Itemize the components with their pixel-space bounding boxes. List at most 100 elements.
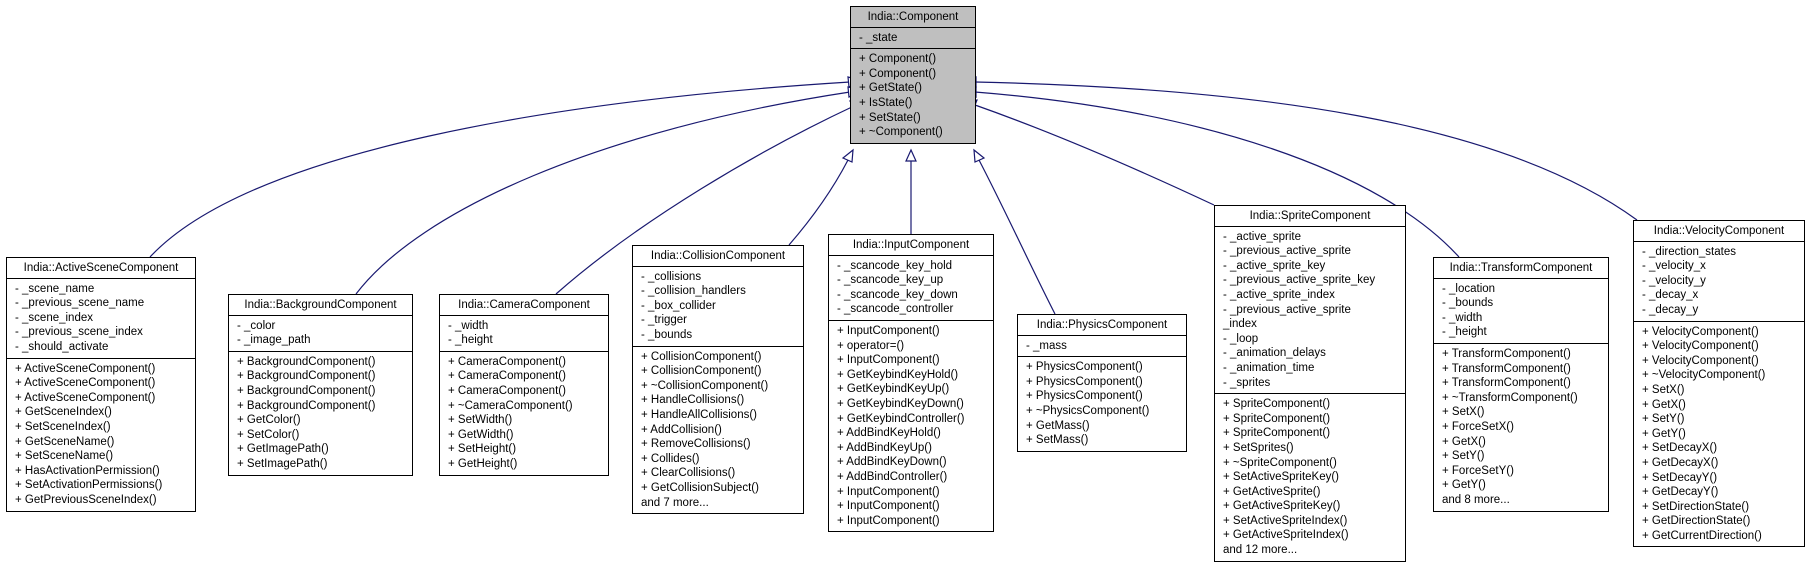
method-row: + SetSprites() xyxy=(1223,441,1294,454)
method-row: + SetWidth() xyxy=(448,414,513,427)
attribute-row: - _image_path xyxy=(237,334,311,347)
method-row: + GetActiveSpriteKey() xyxy=(1223,500,1341,513)
method-row: + GetSceneIndex() xyxy=(15,406,112,419)
method-row: + InputComponent() xyxy=(837,324,940,337)
method-row: + SetY() xyxy=(1642,413,1685,426)
method-row: + ~PhysicsComponent() xyxy=(1026,404,1150,417)
class-box-transformcomponent[interactable]: India::TransformComponent - _location - … xyxy=(1433,257,1609,512)
method-row: + ~SpriteComponent() xyxy=(1223,456,1337,469)
method-row: + ~CollisionComponent() xyxy=(641,379,769,392)
method-row: + TransformComponent() xyxy=(1442,377,1571,390)
method-row: + AddBindKeyHold() xyxy=(837,427,941,440)
method-row: + GetColor() xyxy=(237,414,301,427)
method-row: + GetDecayY() xyxy=(1642,486,1719,499)
method-row: + GetActiveSpriteIndex() xyxy=(1223,529,1349,542)
attribute-row: - _width xyxy=(448,319,489,332)
class-box-spritecomponent[interactable]: India::SpriteComponent - _active_sprite … xyxy=(1214,205,1406,562)
attribute-row: - _mass xyxy=(1026,339,1067,352)
method-row: + SetX() xyxy=(1442,406,1485,419)
edge-activescene xyxy=(149,81,851,258)
method-row: + AddBindKeyUp() xyxy=(837,441,932,454)
class-title: India::ActiveSceneComponent xyxy=(7,258,195,279)
class-box-inputcomponent[interactable]: India::InputComponent - _scancode_key_ho… xyxy=(828,234,994,533)
method-row: + SetSceneIndex() xyxy=(15,420,111,433)
class-title: India::CollisionComponent xyxy=(633,246,803,267)
methods-section: + VelocityComponent() + VelocityComponen… xyxy=(1634,320,1804,547)
method-row: + BackgroundComponent() xyxy=(237,355,376,368)
attributes-section: - _location - _bounds - _width - _height xyxy=(1434,279,1608,343)
method-row: + GetY() xyxy=(1442,479,1486,492)
edge-collision xyxy=(788,159,849,246)
method-row: + ~Component() xyxy=(859,126,943,139)
attribute-row: - _width xyxy=(1442,311,1483,324)
class-box-activescenecomponent[interactable]: India::ActiveSceneComponent - _scene_nam… xyxy=(6,257,196,512)
class-title: India::InputComponent xyxy=(829,235,993,256)
method-row: + BackgroundComponent() xyxy=(237,370,376,383)
more-methods-note: and 12 more... xyxy=(1223,544,1298,557)
method-row: + CollisionComponent() xyxy=(641,350,762,363)
more-methods-note: and 7 more... xyxy=(641,496,709,509)
method-row: + BackgroundComponent() xyxy=(237,384,376,397)
edge-physics xyxy=(978,159,1056,315)
attribute-row: - _color xyxy=(237,319,276,332)
method-row: + GetY() xyxy=(1642,427,1686,440)
attributes-section: - _direction_states - _velocity_x - _vel… xyxy=(1634,242,1804,321)
method-row: + VelocityComponent() xyxy=(1642,340,1759,353)
method-row: + VelocityComponent() xyxy=(1642,354,1759,367)
method-row: + ActiveSceneComponent() xyxy=(15,362,156,375)
method-row: + ActiveSceneComponent() xyxy=(15,391,156,404)
method-row: + GetSceneName() xyxy=(15,435,115,448)
class-box-physicscomponent[interactable]: India::PhysicsComponent - _mass + Physic… xyxy=(1017,314,1187,452)
method-row: + SetState() xyxy=(859,111,921,124)
attribute-row: - _scancode_key_hold xyxy=(837,259,953,272)
attribute-row: - _previous_scene_index xyxy=(15,326,143,339)
method-row: + CameraComponent() xyxy=(448,355,566,368)
method-row: + ~CameraComponent() xyxy=(448,399,573,412)
method-row: + GetActiveSprite() xyxy=(1223,485,1321,498)
method-row: + SetDecayX() xyxy=(1642,442,1718,455)
methods-section: + CollisionComponent() + CollisionCompon… xyxy=(633,345,803,514)
class-box-component[interactable]: India::Component - _state + Component() … xyxy=(850,6,976,144)
method-row: + GetKeybindKeyDown() xyxy=(837,397,964,410)
method-row: + operator=() xyxy=(837,339,905,352)
class-box-velocitycomponent[interactable]: India::VelocityComponent - _direction_st… xyxy=(1633,220,1805,548)
method-row: + TransformComponent() xyxy=(1442,347,1571,360)
method-row: + GetPreviousSceneIndex() xyxy=(15,493,157,506)
class-box-collisioncomponent[interactable]: India::CollisionComponent - _collisions … xyxy=(632,245,804,515)
attribute-row: - _animation_time xyxy=(1223,361,1315,374)
method-row: + InputComponent() xyxy=(837,485,940,498)
attribute-row: - _height xyxy=(448,334,493,347)
method-row: + GetCurrentDirection() xyxy=(1642,529,1762,542)
more-methods-note: and 8 more... xyxy=(1442,493,1510,506)
attribute-row: - _scene_name xyxy=(15,282,95,295)
method-row: + GetWidth() xyxy=(448,428,514,441)
attribute-row: - _bounds xyxy=(641,328,693,341)
method-row: + SetSceneName() xyxy=(15,450,114,463)
class-title: India::BackgroundComponent xyxy=(229,295,412,316)
method-row: + VelocityComponent() xyxy=(1642,325,1759,338)
class-box-backgroundcomponent[interactable]: India::BackgroundComponent - _color - _i… xyxy=(228,294,413,476)
method-row: + CollisionComponent() xyxy=(641,365,762,378)
attribute-row: - _sprites xyxy=(1223,376,1271,389)
method-row: + InputComponent() xyxy=(837,500,940,513)
method-row: + SpriteComponent() xyxy=(1223,412,1331,425)
method-row: + ~VelocityComponent() xyxy=(1642,369,1766,382)
attribute-row: - _bounds xyxy=(1442,297,1494,310)
attribute-row: - _trigger xyxy=(641,314,688,327)
attributes-section: - _mass xyxy=(1018,336,1186,357)
attribute-row: - _scancode_key_up xyxy=(837,274,944,287)
class-title: India::TransformComponent xyxy=(1434,258,1608,279)
attribute-row: - _collisions xyxy=(641,270,702,283)
class-box-cameracomponent[interactable]: India::CameraComponent - _width - _heigh… xyxy=(439,294,609,476)
method-row: + ClearCollisions() xyxy=(641,467,736,480)
attribute-row: - _box_collider xyxy=(641,299,716,312)
method-row: + TransformComponent() xyxy=(1442,362,1571,375)
attribute-row: - _loop xyxy=(1223,332,1259,345)
method-row: + HandleAllCollisions() xyxy=(641,408,758,421)
attribute-row: - _should_activate xyxy=(15,340,109,353)
method-row: + ForceSetY() xyxy=(1442,464,1514,477)
class-title: India::SpriteComponent xyxy=(1215,206,1405,227)
method-row: + SetX() xyxy=(1642,383,1685,396)
method-row: + SetDecayY() xyxy=(1642,471,1718,484)
attribute-row: - _active_sprite xyxy=(1223,230,1301,243)
